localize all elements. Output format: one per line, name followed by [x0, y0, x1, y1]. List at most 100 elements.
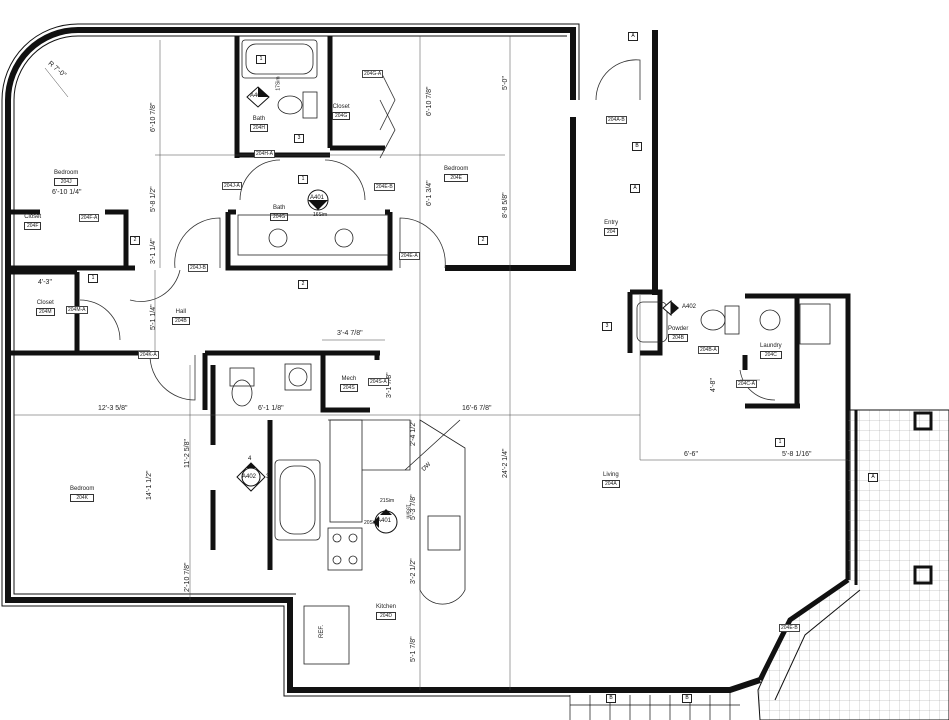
door-tag: 204K-A: [138, 351, 159, 359]
door-tag: 204E-B: [779, 624, 800, 632]
room-tag: 204H: [250, 124, 268, 132]
dimension-label: 6'-1 3/4": [426, 180, 433, 206]
dimension-label: 24'-2 1/4": [502, 448, 509, 478]
dimension-label: 4'-8": [710, 378, 717, 392]
room-tag: 204G: [332, 112, 351, 120]
room-name: Bath: [252, 116, 266, 122]
dimension-label: 6'-10 7/8": [426, 86, 433, 116]
room-tag: 204E: [444, 174, 469, 182]
door-tag: 204M-A: [66, 306, 88, 314]
balcony: [757, 409, 949, 720]
callout-num-4: 4: [248, 456, 252, 462]
room-name: Bedroom: [54, 170, 79, 176]
dimension-label: 5'-3 7/8": [410, 494, 417, 520]
room-bedroom-top-left: Bedroom 204J: [54, 170, 79, 186]
dimension-label: 8'-8 5/8": [502, 192, 509, 218]
room-name: Bedroom: [444, 166, 469, 172]
callout-a401-kitchen: A401: [377, 518, 392, 524]
room-tag: 204S: [340, 384, 358, 392]
callout-a402-bath: A402: [242, 474, 257, 480]
room-name: Closet: [332, 104, 350, 110]
room-name: Closet: [24, 214, 42, 220]
room-bedroom-top-right: Bedroom 204E: [444, 166, 469, 182]
dimension-label: 3'-2 1/2": [410, 558, 417, 584]
room-name: Mech: [341, 376, 357, 382]
wall-tag-1: 1: [298, 175, 308, 184]
dimension-label: 3'-4 7/8": [337, 330, 363, 337]
dimension-label: 4'-3": [38, 279, 52, 286]
room-hall: Hall 204B: [172, 309, 190, 325]
door-tag: 204H-A: [254, 150, 275, 158]
room-tag: 204B: [668, 334, 689, 342]
room-name: Powder: [668, 326, 689, 332]
wall-outline: [1, 23, 580, 697]
room-name: Bedroom: [70, 486, 95, 492]
dimension-label: 5'-8 1/2": [150, 186, 157, 212]
door-tag: 204C-A: [736, 380, 757, 388]
door-tag: 204F-A: [79, 214, 100, 222]
door-tag: 204B-A: [698, 346, 719, 354]
dimension-label: 6'-6": [684, 451, 698, 458]
door-tag: 204E-B: [374, 183, 395, 191]
dimension-label: 6'-1 1/8": [258, 405, 284, 412]
wall-tag-2: 2: [478, 236, 488, 245]
door-tag: 204E-A: [399, 252, 420, 260]
wall-tag-b: B: [632, 142, 642, 151]
dimension-label: 12'-3 5/8": [98, 405, 128, 412]
door-swings: [79, 59, 776, 401]
room-tag: 204A: [602, 480, 620, 488]
door-tag: 204J-B: [188, 264, 208, 272]
wall-tag-2: 2: [130, 236, 140, 245]
room-tag: 204C: [760, 351, 782, 359]
room-name: Kitchen: [376, 604, 397, 610]
callout-a401-top: A401: [250, 93, 265, 99]
wall-tag-a: A: [630, 184, 640, 193]
room-tag: 204D: [376, 612, 397, 620]
callout-a401-mid: A401: [310, 195, 325, 201]
section-callout-powder: [662, 300, 679, 316]
dimension-label: 14'-1 1/2": [146, 470, 153, 500]
room-tag: 204G: [270, 213, 289, 221]
dimension-lines: [14, 36, 848, 690]
section-callout-bath: [236, 462, 266, 492]
room-tag: 204M: [36, 308, 55, 316]
steps: [569, 690, 740, 720]
room-name: Laundry: [760, 343, 782, 349]
dimension-label: 5'-1 1/4": [150, 304, 157, 330]
wall-tag-1: 1: [256, 55, 266, 64]
wall-tag-b: B: [682, 694, 692, 703]
door-tag: 204G-A: [362, 70, 384, 78]
dimension-label: 11'-2 5/8": [184, 439, 191, 468]
room-tag: 204J: [54, 178, 79, 186]
dimension-label: 2'-4 1/2": [410, 420, 417, 446]
room-bedroom-lower-left: Bedroom 204K: [70, 486, 95, 502]
section-callout-kitchen: [373, 509, 398, 534]
wall-tag-2: 2: [298, 280, 308, 289]
room-tag: 204B: [172, 317, 190, 325]
room-mech: Mech 204S: [340, 376, 358, 392]
wall-tag-1: 1: [88, 274, 98, 283]
callout-num-3: 3: [266, 474, 270, 480]
dimension-label: 6'-10 7/8": [150, 102, 157, 132]
callout-sim-mid: 16Sim: [313, 212, 328, 218]
room-tag: 204F: [24, 222, 42, 230]
room-name: Entry: [604, 220, 619, 226]
wall-tag-3: 3: [294, 134, 304, 143]
section-callout-top: [246, 86, 270, 108]
callout-sim-21: 21Sim: [380, 498, 395, 504]
room-bath-upper: Bath 204H: [250, 116, 268, 132]
room-tag: 204K: [70, 494, 95, 502]
room-name: Hall: [175, 309, 187, 315]
callout-sim-20: 20Sim: [364, 520, 379, 526]
dimension-label: 6'-10 1/4": [52, 189, 82, 196]
door-tag: 204S-A: [368, 378, 389, 386]
refrigerator-label: REF.: [319, 624, 326, 639]
room-kitchen: Kitchen 204D: [376, 604, 397, 620]
dimension-label: 5'-8 1/16": [782, 451, 812, 458]
dimension-label: 16'-6 7/8": [462, 405, 492, 412]
